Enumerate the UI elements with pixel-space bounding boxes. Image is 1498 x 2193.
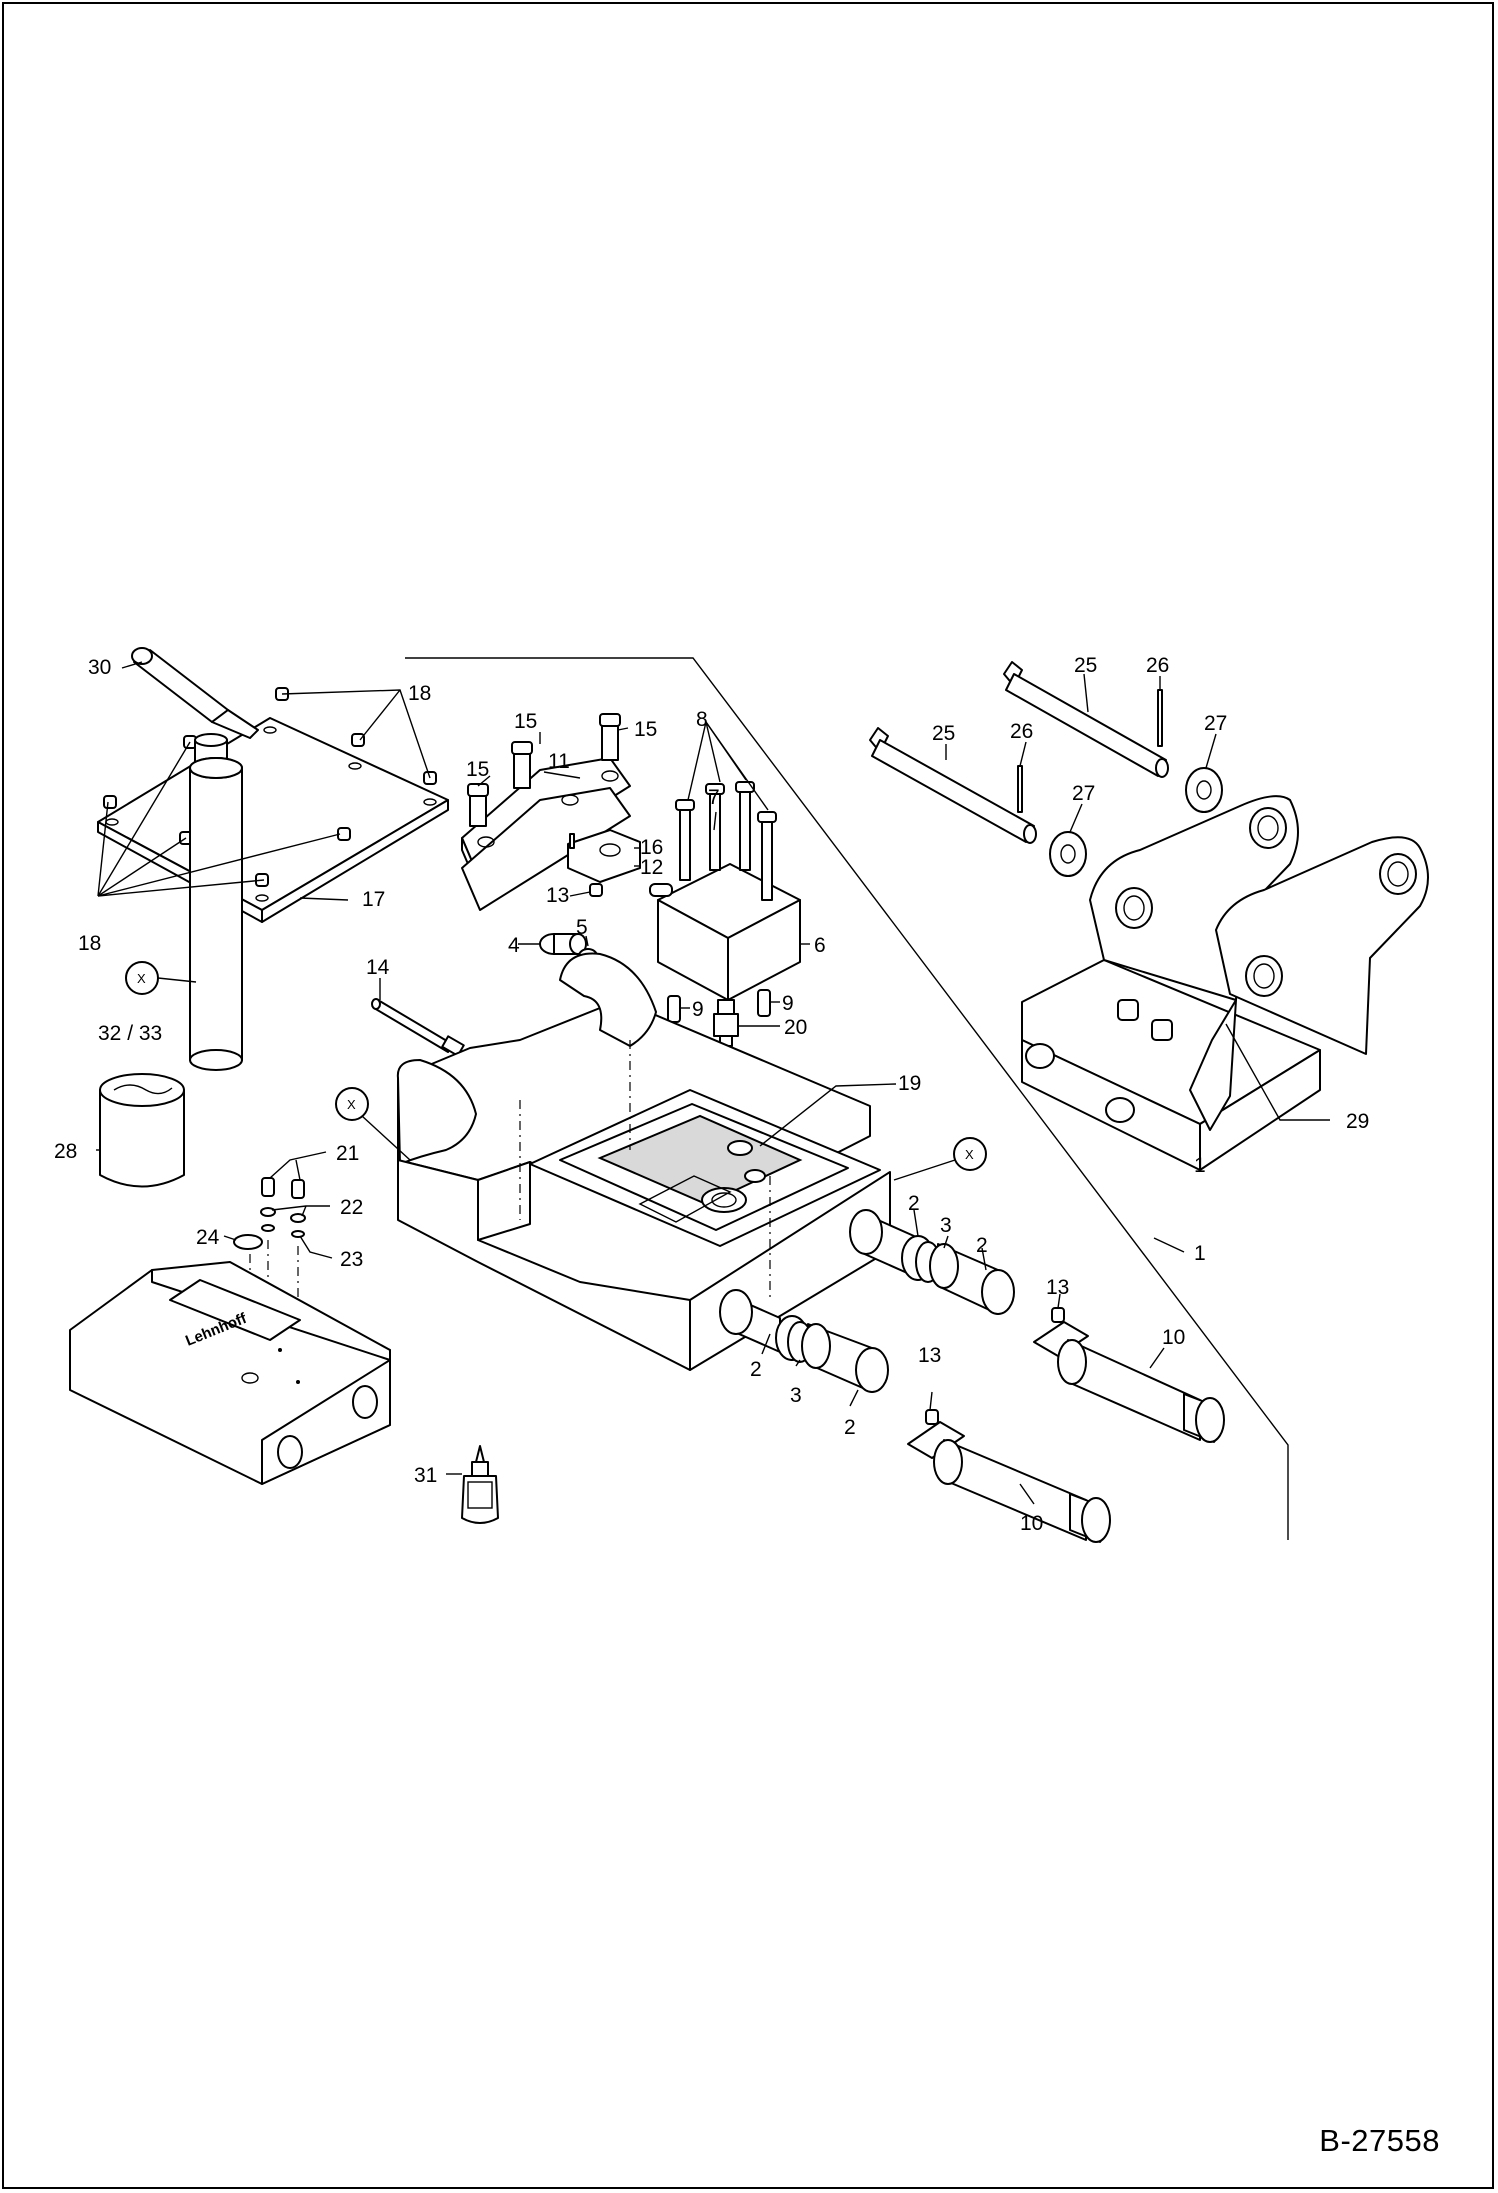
callout-15-c: 15 <box>466 758 489 781</box>
callout-26-b: 26 <box>1010 720 1033 743</box>
svg-text:X: X <box>347 1097 356 1112</box>
callout-2-a: 2 <box>908 1192 920 1215</box>
document-number: B-27558 <box>1319 2123 1440 2158</box>
callout-25-a: 25 <box>1074 654 1097 677</box>
clamp-block <box>567 829 641 897</box>
callout-20: 20 <box>784 1016 807 1039</box>
callout-3-a: 3 <box>940 1214 952 1237</box>
leader-lines <box>96 661 1330 1505</box>
bushing-with-stem <box>189 733 243 1071</box>
callout-7: 7 <box>708 786 720 809</box>
svg-text:X: X <box>965 1147 974 1162</box>
callout-5: 5 <box>576 916 588 939</box>
callout-29: 29 <box>1346 1110 1369 1133</box>
main-frame <box>396 952 891 1371</box>
callout-10-a: 10 <box>1162 1326 1185 1349</box>
callout-22: 22 <box>340 1196 363 1219</box>
callout-12: 12 <box>640 856 663 879</box>
callout-1-b: 1 <box>1194 1242 1206 1265</box>
callout-31: 31 <box>414 1464 437 1487</box>
callout-4: 4 <box>508 934 520 957</box>
callout-2-c: 2 <box>750 1358 762 1381</box>
callout-3-b: 3 <box>790 1384 802 1407</box>
hydraulic-cylinder-lower <box>907 1409 1111 1543</box>
callout-11: 11 <box>548 750 570 773</box>
callout-9-a: 9 <box>692 998 704 1021</box>
callout-6: 6 <box>814 934 826 957</box>
callout-23: 23 <box>340 1248 363 1271</box>
callout-14: 14 <box>366 956 390 979</box>
callout-18-top: 18 <box>408 682 431 705</box>
callout-2-b: 2 <box>976 1234 988 1257</box>
callout-17: 17 <box>362 888 385 911</box>
grease-can <box>99 1073 185 1188</box>
callout-19: 19 <box>898 1072 921 1095</box>
coupler-body <box>1021 795 1429 1171</box>
callout-10-b: 10 <box>1020 1512 1043 1535</box>
callout-25-b: 25 <box>932 722 955 745</box>
callout-21: 21 <box>336 1142 359 1165</box>
callout-15-b: 15 <box>634 718 657 741</box>
hydraulic-cylinder-upper <box>1033 1307 1225 1443</box>
callout-13-lever: 13 <box>546 884 569 907</box>
callout-32-33: 32 / 33 <box>98 1022 162 1045</box>
coupler-wedge-part: Lehnhoff <box>69 1261 391 1485</box>
callout-24: 24 <box>196 1226 220 1249</box>
adhesive-tube <box>461 1445 499 1524</box>
long-rod <box>371 998 551 1095</box>
assembly-boundary-lines <box>405 657 1289 1540</box>
callout-27-b: 27 <box>1072 782 1095 805</box>
callout-13-a: 13 <box>918 1344 941 1367</box>
svg-text:X: X <box>137 971 146 986</box>
valve-block <box>649 781 801 1001</box>
bushings-left-group <box>719 1289 889 1393</box>
callout-1-a: 1 <box>1194 1154 1206 1177</box>
callout-2-d: 2 <box>844 1416 856 1439</box>
drift-pin <box>131 647 259 739</box>
callout-18-bottom: 18 <box>78 932 101 955</box>
callout-9-b: 9 <box>782 992 794 1015</box>
callout-15-a: 15 <box>514 710 537 733</box>
callout-8: 8 <box>696 708 708 731</box>
callout-30: 30 <box>88 656 111 679</box>
callout-13-b: 13 <box>1046 1276 1069 1299</box>
callout-28: 28 <box>54 1140 77 1163</box>
callout-27-a: 27 <box>1204 712 1227 735</box>
bushings-right-group <box>849 1209 1015 1315</box>
callout-16: 16 <box>640 836 663 859</box>
callout-26-a: 26 <box>1146 654 1169 677</box>
lever-assembly <box>461 713 631 911</box>
callout-labels: 30 18 18 17 15 15 15 11 16 12 13 8 7 6 4… <box>54 654 1369 1535</box>
pins-and-nipple <box>667 989 771 1047</box>
reference-marks: X X X <box>125 961 987 1181</box>
